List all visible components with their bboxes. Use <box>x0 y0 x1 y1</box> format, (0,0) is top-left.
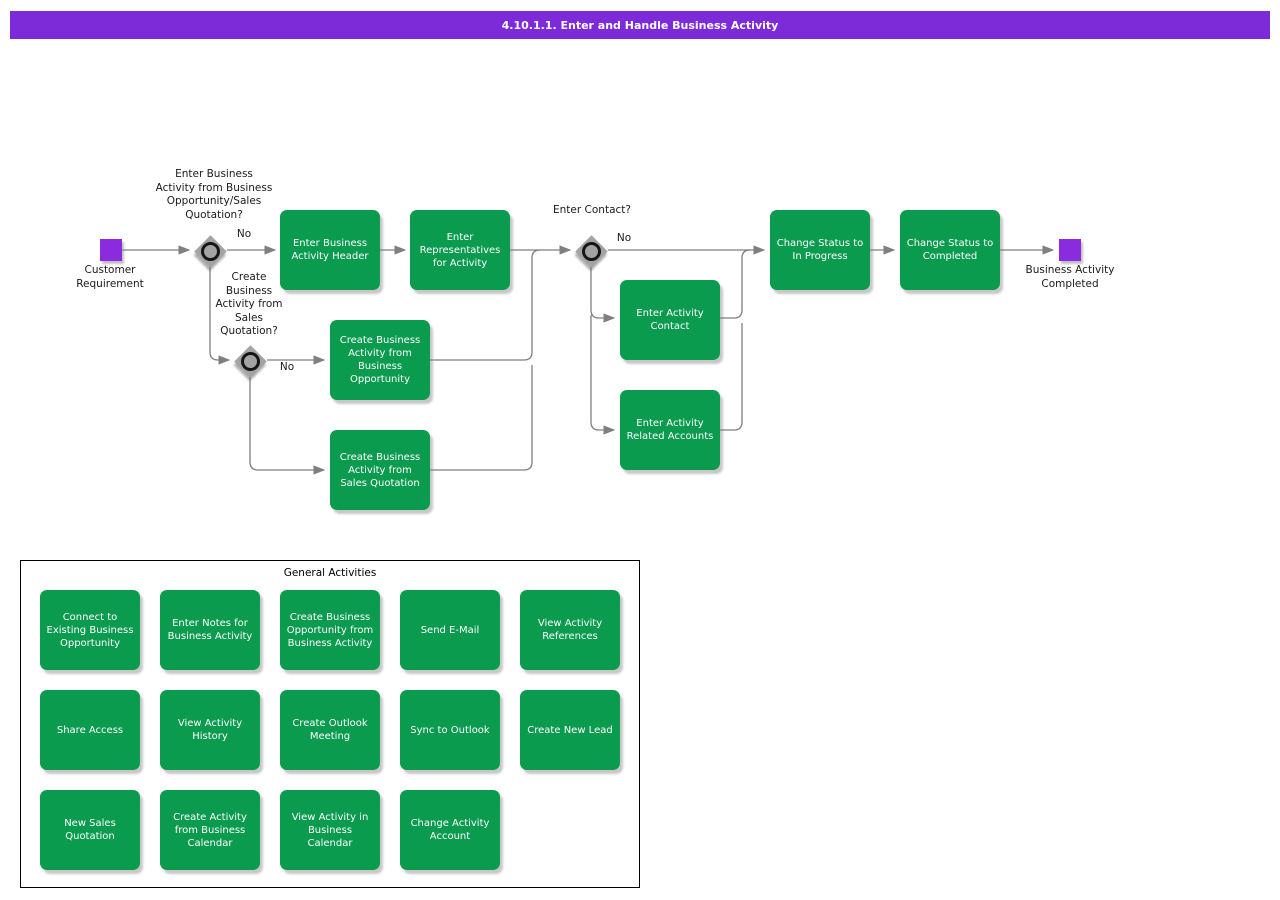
gateway-circle-icon <box>581 241 601 261</box>
end-event-label: Business Activity Completed <box>1025 264 1115 290</box>
general-activity-view-activity-in-business-calendar[interactable]: View Activity in Business Calendar <box>280 790 380 870</box>
activity-label: Connect to Existing Business Opportunity <box>46 611 134 649</box>
activity-enter-representatives-for-activity[interactable]: Enter Representatives for Activity <box>410 210 510 290</box>
activity-label: Send E-Mail <box>420 624 480 636</box>
activity-label: Change Status to Completed <box>906 238 994 262</box>
decision-gateway-3 <box>574 234 608 268</box>
activity-label: New Sales Quotation <box>64 818 116 842</box>
activity-label: Create Business Activity from Business O… <box>339 335 421 385</box>
activity-create-business-activity-from-sales-quotation[interactable]: Create Business Activity from Sales Quot… <box>330 430 430 510</box>
general-activity-create-outlook-meeting[interactable]: Create Outlook Meeting <box>280 690 380 770</box>
activity-label: Create Activity from Business Calendar <box>173 811 247 849</box>
activity-create-business-activity-from-business-opportunity[interactable]: Create Business Activity from Business O… <box>330 320 430 400</box>
activity-label: Create Business Opportunity from Busines… <box>286 611 374 649</box>
general-activity-new-sales-quotation[interactable]: New Sales Quotation <box>40 790 140 870</box>
activity-label: Enter Activity Related Accounts <box>626 418 714 442</box>
start-event-label: Customer Requirement <box>76 264 144 290</box>
diagram-title-bar: 4.10.1.1. Enter and Handle Business Acti… <box>10 11 1270 39</box>
activity-label: Sync to Outlook <box>410 724 490 736</box>
decision-1-question-label: Enter Business Activity from Business Op… <box>155 168 273 221</box>
general-activity-create-activity-from-business-calendar[interactable]: Create Activity from Business Calendar <box>160 790 260 870</box>
general-activity-view-activity-history[interactable]: View Activity History <box>160 690 260 770</box>
activity-enter-activity-related-accounts[interactable]: Enter Activity Related Accounts <box>620 390 720 470</box>
activity-change-status-to-in-progress[interactable]: Change Status to In Progress <box>770 210 870 290</box>
activity-change-status-to-completed[interactable]: Change Status to Completed <box>900 210 1000 290</box>
general-activity-view-activity-references[interactable]: View Activity References <box>520 590 620 670</box>
activity-label: Change Activity Account <box>410 818 490 842</box>
diagram-title: 4.10.1.1. Enter and Handle Business Acti… <box>501 18 779 32</box>
gateway-circle-icon <box>200 241 220 261</box>
general-activity-enter-notes-for-business-activity[interactable]: Enter Notes for Business Activity <box>160 590 260 670</box>
activity-label: Enter Notes for Business Activity <box>167 618 253 642</box>
general-activities-title: General Activities <box>283 567 377 579</box>
activity-label: Create Outlook Meeting <box>292 718 368 742</box>
activity-label: View Activity History <box>177 718 243 742</box>
decision-gateway-1 <box>193 234 227 268</box>
decision-2-question-label: Create Business Activity from Sales Quot… <box>215 271 283 337</box>
decision-gateway-2 <box>233 344 267 378</box>
activity-label: View Activity in Business Calendar <box>291 811 369 849</box>
general-activity-sync-to-outlook[interactable]: Sync to Outlook <box>400 690 500 770</box>
decision-3-no-label: No <box>616 232 632 244</box>
activity-label: Enter Activity Contact <box>636 308 704 332</box>
general-activity-change-activity-account[interactable]: Change Activity Account <box>400 790 500 870</box>
activity-label: Create New Lead <box>527 724 613 736</box>
general-activity-connect-to-existing-business-opportunity[interactable]: Connect to Existing Business Opportunity <box>40 590 140 670</box>
activity-label: Enter Business Activity Header <box>291 238 369 262</box>
decision-3-question-label: Enter Contact? <box>553 204 631 216</box>
general-activity-share-access[interactable]: Share Access <box>40 690 140 770</box>
activity-label: Create Business Activity from Sales Quot… <box>339 451 421 489</box>
activity-label: Enter Representatives for Activity <box>419 231 501 269</box>
general-activity-create-business-opportunity-from-business-activity[interactable]: Create Business Opportunity from Busines… <box>280 590 380 670</box>
gateway-circle-icon <box>240 351 260 371</box>
activity-enter-activity-contact[interactable]: Enter Activity Contact <box>620 280 720 360</box>
start-event-marker <box>100 239 122 261</box>
activity-enter-business-activity-header[interactable]: Enter Business Activity Header <box>280 210 380 290</box>
decision-1-no-label: No <box>236 228 252 240</box>
general-activity-create-new-lead[interactable]: Create New Lead <box>520 690 620 770</box>
activity-label: Share Access <box>56 724 124 736</box>
decision-2-no-label: No <box>279 361 295 373</box>
general-activity-send-e-mail[interactable]: Send E-Mail <box>400 590 500 670</box>
end-event-marker <box>1059 239 1081 261</box>
activity-label: View Activity References <box>537 618 603 642</box>
activity-label: Change Status to In Progress <box>776 238 864 262</box>
